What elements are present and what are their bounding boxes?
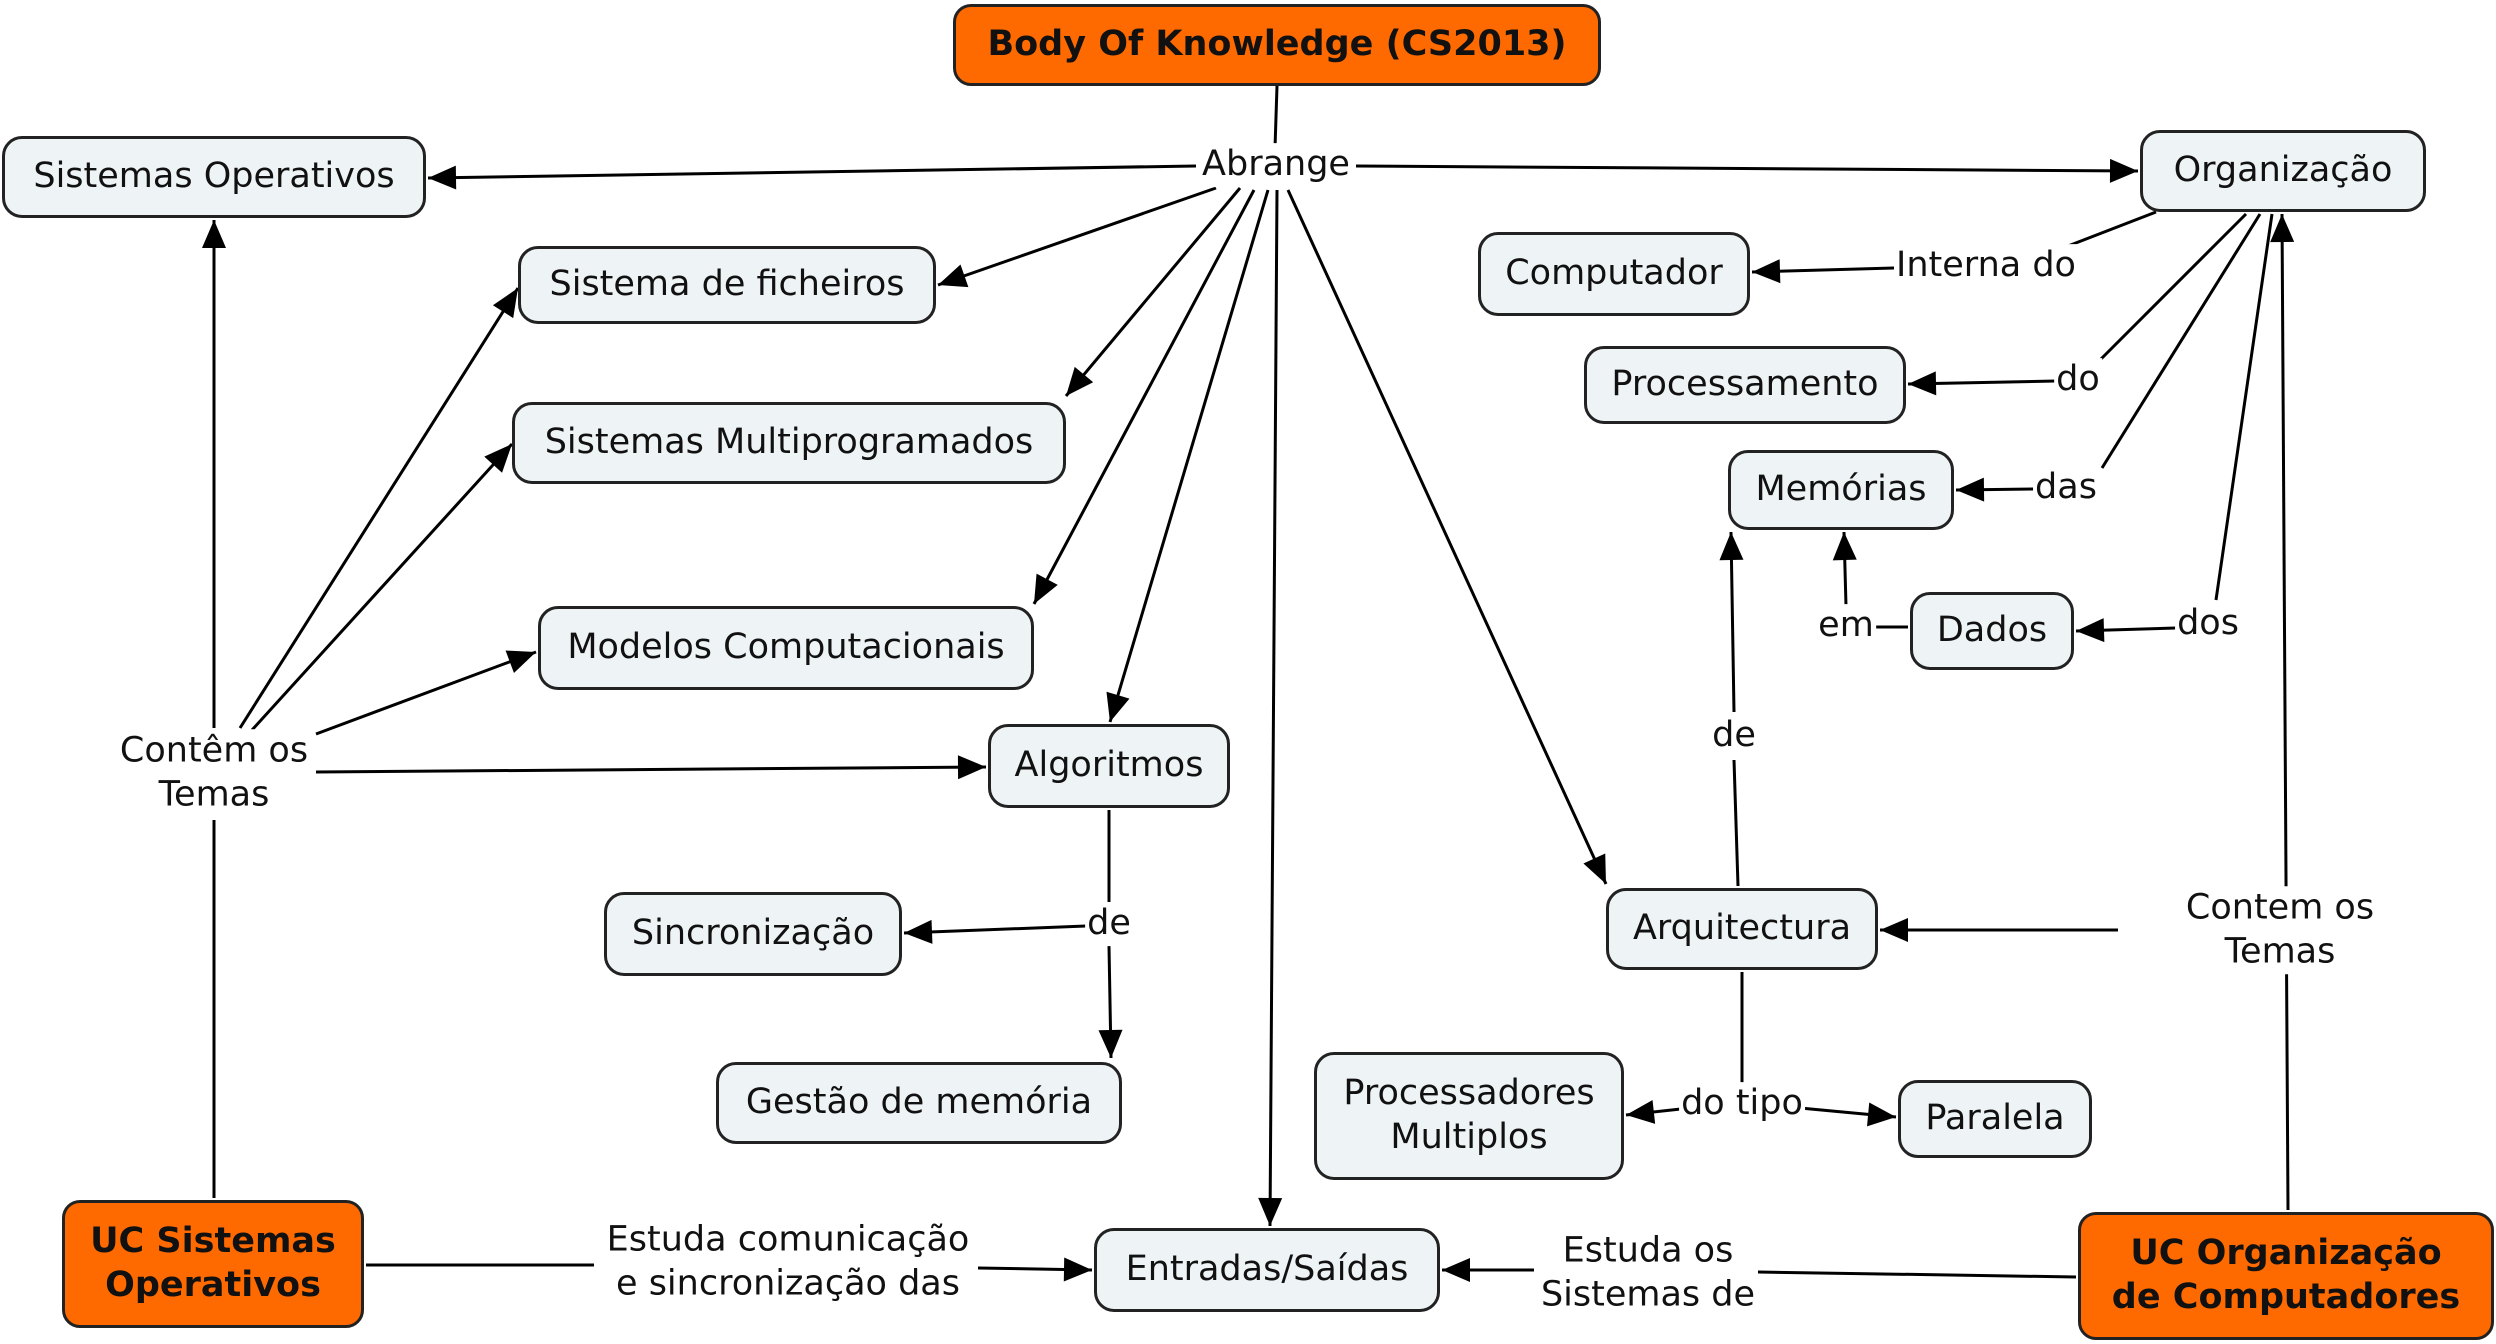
arrow-head xyxy=(1034,573,1058,604)
link-org-dos xyxy=(2214,213,2274,601)
arrow-head xyxy=(1106,691,1130,722)
label-do: do xyxy=(2054,358,2102,402)
node-organizacao[interactable]: Organização xyxy=(2140,130,2426,212)
node-memorias[interactable]: Memórias xyxy=(1728,450,1954,530)
link-temas-ficheiros xyxy=(238,287,520,729)
link-de-mem xyxy=(1729,531,1736,713)
node-sincronizacao[interactable]: Sincronização xyxy=(604,892,902,976)
link-abrange-es xyxy=(1268,189,1279,1227)
node-entradas-saidas[interactable]: Entradas/Saídas xyxy=(1094,1228,1440,1312)
node-sistema-de-ficheiros[interactable]: Sistema de ficheiros xyxy=(518,246,936,324)
node-computador[interactable]: Computador xyxy=(1478,232,1750,316)
node-sistemas-operativos[interactable]: Sistemas Operativos xyxy=(2,136,426,218)
arrow-head xyxy=(202,220,226,248)
label-em: em xyxy=(1816,604,1876,648)
link-ucoc-estuda xyxy=(1757,1270,2077,1279)
arrow-head xyxy=(428,165,457,190)
link-abrange-algoritmos xyxy=(1108,189,1270,723)
arrow-head xyxy=(505,650,536,674)
link-de-sinc xyxy=(903,924,1087,935)
link-temas-modelos xyxy=(315,650,537,736)
label-interna-do: Interna do xyxy=(1894,244,2078,288)
node-processamento[interactable]: Processamento xyxy=(1584,346,1906,424)
link-abrange-multi xyxy=(1064,187,1242,397)
link-temas-multi xyxy=(250,442,514,732)
label-contem-os-temas: Contêm os Temas xyxy=(117,729,311,817)
arrow-head xyxy=(1626,1100,1656,1124)
label-estuda-comunicacao: Estuda comunicação e sincronização das xyxy=(604,1218,972,1306)
arrow-head xyxy=(2076,618,2105,643)
node-uc-organizacao-de-computadores[interactable]: UC Organização de Computadores xyxy=(2078,1212,2494,1340)
arrow-head xyxy=(2270,214,2295,243)
label-de-arquitectura: de xyxy=(1710,714,1758,758)
link-org-interna xyxy=(2067,210,2157,248)
label-das: das xyxy=(2033,466,2099,510)
arrow-head xyxy=(484,444,512,473)
label-de-algoritmos: de xyxy=(1085,902,1133,946)
node-paralela[interactable]: Paralela xyxy=(1898,1080,2092,1158)
label-dos: dos xyxy=(2175,602,2241,646)
arrow-head xyxy=(957,755,986,780)
arrow-head xyxy=(904,919,933,944)
arrow-head xyxy=(1063,1257,1092,1282)
link-org-do xyxy=(2096,212,2248,364)
link-ucoc-org xyxy=(2280,213,2290,1211)
node-processadores-multiplos[interactable]: Processadores Multiplos xyxy=(1314,1052,1624,1180)
link-abrange-so xyxy=(427,164,1197,180)
arrow-head xyxy=(1832,532,1857,561)
arrow-head xyxy=(1066,366,1094,396)
arrow-head xyxy=(1867,1102,1896,1127)
arrow-head xyxy=(1880,918,1908,942)
node-gestao-de-memoria[interactable]: Gestão de memória xyxy=(716,1062,1122,1144)
link-arq-de xyxy=(1732,759,1740,887)
arrow-head xyxy=(1442,1258,1470,1282)
label-estuda-os-sistemas: Estuda os Sistemas de xyxy=(1538,1229,1758,1317)
arrow-head xyxy=(1956,477,1985,502)
node-uc-sistemas-operativos[interactable]: UC Sistemas Operativos xyxy=(62,1200,364,1328)
link-abrange-arquitectura xyxy=(1286,189,1608,885)
node-sistemas-multiprogramados[interactable]: Sistemas Multiprogramados xyxy=(512,402,1066,484)
arrow-head xyxy=(1752,259,1781,284)
label-contem-os-temas-oc: Contem os Temas xyxy=(2172,886,2388,974)
node-arquitectura[interactable]: Arquitectura xyxy=(1606,888,1878,970)
link-abrange-org xyxy=(1355,164,2139,173)
node-body-of-knowledge[interactable]: Body Of Knowledge (CS2013) xyxy=(953,4,1601,86)
link-abrange-ficheiros xyxy=(937,186,1217,287)
arrow-head xyxy=(1258,1197,1283,1226)
node-dados[interactable]: Dados xyxy=(1910,592,2074,670)
arrow-head xyxy=(938,264,969,288)
arrow-head xyxy=(2109,158,2138,183)
node-modelos-computacionais[interactable]: Modelos Computacionais xyxy=(538,606,1034,690)
label-abrange: Abrange xyxy=(1200,143,1352,187)
link-bok-abrange xyxy=(1273,85,1279,149)
node-algoritmos[interactable]: Algoritmos xyxy=(988,724,1230,808)
arrow-head xyxy=(1098,1029,1123,1058)
arrow-head xyxy=(1719,532,1744,561)
label-do-tipo: do tipo xyxy=(1679,1082,1805,1126)
arrow-head xyxy=(1908,371,1937,396)
link-temas-algoritmos xyxy=(315,765,987,774)
arrow-head xyxy=(492,288,518,319)
link-org-das xyxy=(2100,213,2262,469)
arrow-head xyxy=(1583,853,1606,884)
link-abrange-modelos xyxy=(1032,189,1256,605)
